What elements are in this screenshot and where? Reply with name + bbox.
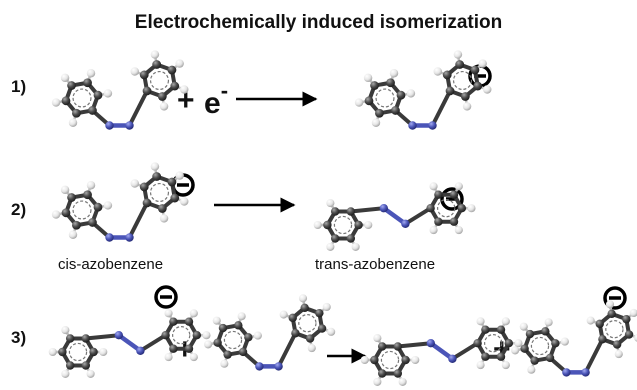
trans-azobenzene-anion-molecule-1 (313, 182, 476, 251)
trans-azobenzene-molecule (360, 317, 523, 386)
cis-azobenzene-anion-molecule-1 (354, 50, 492, 130)
cis-azobenzene-anion-molecule-3 (511, 300, 637, 377)
step-3-label: 3) (11, 328, 27, 347)
trans-azobenzene-anion-molecule-2 (48, 309, 211, 378)
step-2-label: 2) (11, 200, 27, 219)
cis-azobenzene-anion-molecule-2 (51, 162, 189, 242)
cis-azobenzene-molecule-1 (51, 50, 189, 130)
electron-symbol: e- (204, 78, 228, 121)
electron-letter: e (204, 87, 221, 120)
anion-symbol-4 (154, 285, 178, 309)
cis-azobenzene-molecule-2 (204, 294, 336, 371)
trans-azobenzene-caption: trans-azobenzene (315, 256, 436, 273)
cis-azobenzene-caption: cis-azobenzene (58, 256, 164, 273)
electron-charge: - (220, 78, 229, 103)
step-1-label: 1) (11, 77, 27, 96)
diagram-title: Electrochemically induced isomerization (134, 12, 503, 33)
anion-symbol-5 (603, 286, 627, 310)
